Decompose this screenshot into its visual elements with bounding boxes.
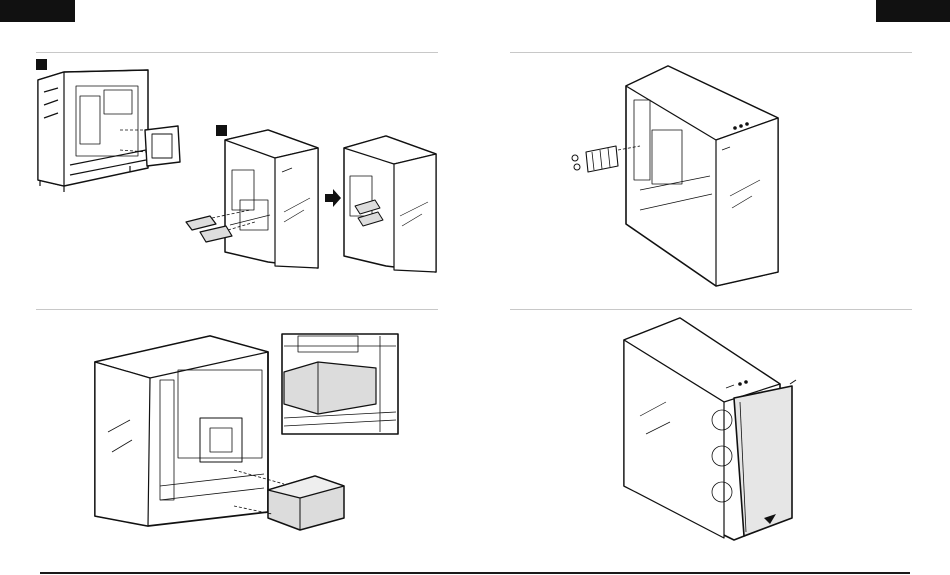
case-open-drives-in-illustration: [344, 136, 436, 272]
psu-detail-inset: [282, 334, 398, 434]
case-rear-open-illustration: [38, 70, 180, 192]
case-slot-covers-illustration: [572, 66, 778, 286]
case-open-drives-out-illustration: [186, 130, 318, 268]
arrow-right-icon: [325, 189, 341, 207]
case-side-panel-illustration: [624, 318, 796, 540]
